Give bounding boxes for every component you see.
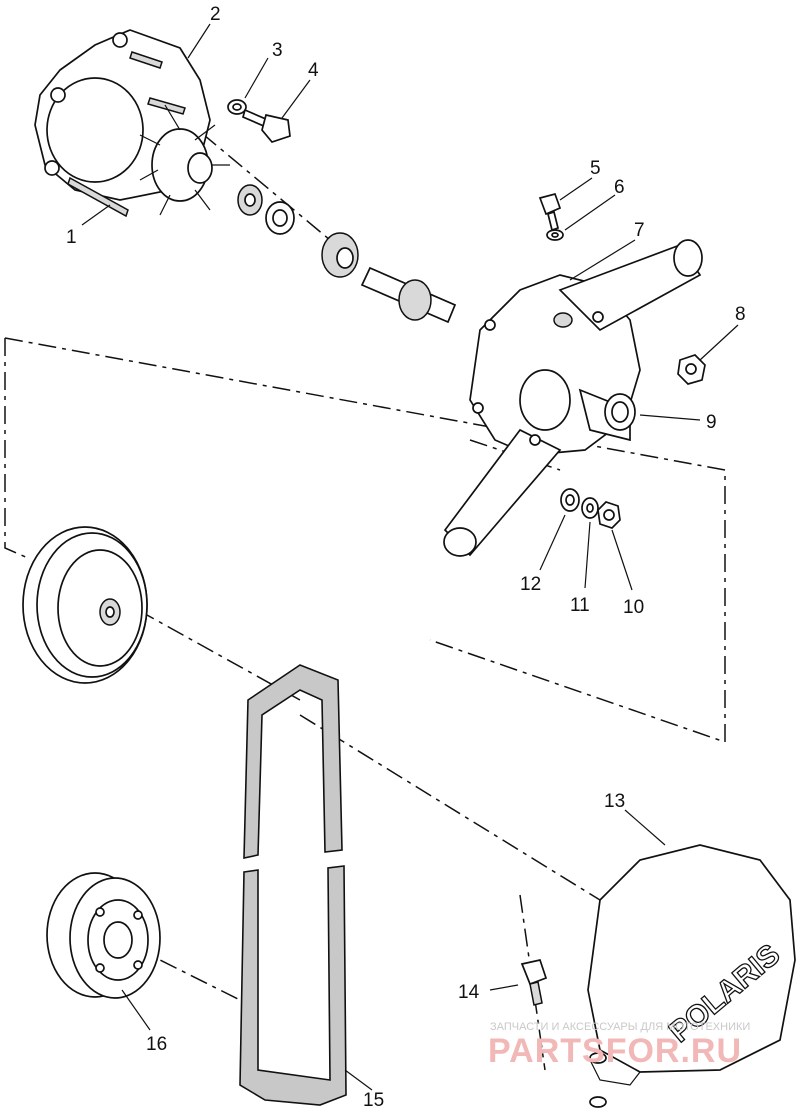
washer-12 (560, 488, 580, 512)
callout-9: 9 (706, 412, 717, 433)
callout-14: 14 (458, 982, 480, 1003)
callout-1: 1 (66, 227, 77, 248)
drive-belt (239, 664, 347, 1106)
callout-13: 13 (604, 791, 625, 812)
driven-pulley (46, 872, 161, 999)
bolt-4 (241, 108, 291, 143)
impeller (139, 104, 230, 216)
leader-lines (81, 23, 739, 1091)
stud-1 (67, 176, 129, 218)
callout-10: 10 (623, 597, 644, 618)
inlet-pipe (443, 428, 562, 557)
callout-11: 11 (570, 595, 590, 616)
lockwasher-11 (581, 497, 599, 519)
bolt-5 (538, 192, 562, 232)
callout-6: 6 (614, 177, 625, 198)
callout-12: 12 (520, 574, 541, 595)
pump-cover (443, 239, 703, 557)
outlet-pipe (558, 243, 702, 332)
watermark-site: PARTSFOR.RU (488, 1032, 742, 1070)
belt-guard-cover: POLARIS (587, 844, 796, 1108)
callout-5: 5 (590, 158, 601, 179)
washer-3 (227, 99, 247, 115)
shaft-bearing (398, 279, 432, 321)
callout-labels: 1 2 3 4 5 6 7 8 9 10 11 12 13 14 15 16 (66, 4, 746, 1111)
washer-6 (546, 229, 564, 241)
callout-3: 3 (272, 40, 283, 61)
bolt-14 (520, 959, 548, 1006)
callout-7: 7 (634, 220, 645, 241)
watermark: ЗАПЧАСТИ И АКСЕССУАРЫ ДЛЯ МОТОТЕХНИКИ PA… (488, 1021, 750, 1070)
callout-4: 4 (308, 60, 319, 81)
callout-8: 8 (735, 304, 746, 325)
nut-8 (677, 354, 706, 385)
callout-16: 16 (146, 1034, 167, 1055)
watermark-tagline: ЗАПЧАСТИ И АКСЕССУАРЫ ДЛЯ МОТОТЕХНИКИ (490, 1021, 750, 1033)
callout-15: 15 (363, 1090, 384, 1111)
seal-bearing-stack (237, 184, 457, 324)
drive-pulley (22, 526, 148, 684)
stud-2 (129, 51, 163, 69)
nut-10 (597, 501, 621, 529)
callout-2: 2 (210, 4, 221, 25)
